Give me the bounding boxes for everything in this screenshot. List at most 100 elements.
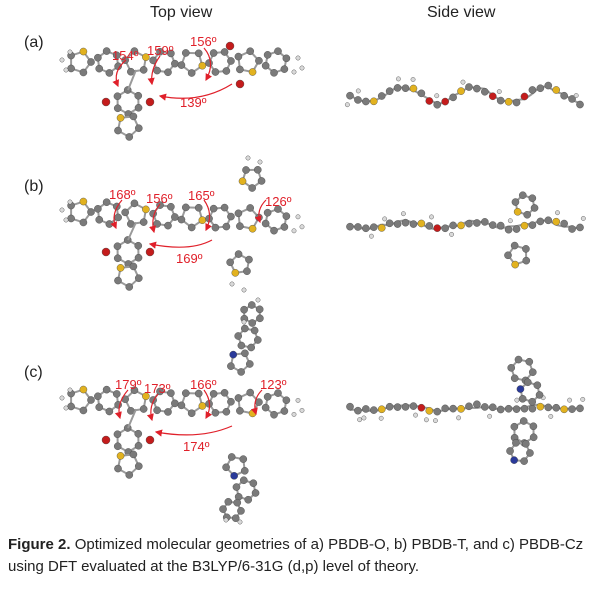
carbon-atom [240,305,248,314]
sulfur-atom [142,205,150,214]
carbon-atom [113,254,122,263]
carbon-atom [530,204,539,212]
carbon-atom [248,319,257,327]
panel-label-c: (c) [24,364,43,381]
carbon-atom [544,403,553,412]
hydrogen-atom [257,159,263,165]
angle-label: 168º [109,187,136,202]
angle-label: 174º [183,439,210,454]
carbon-atom [536,217,545,226]
nitrogen-atom [510,456,518,464]
carbon-atom [354,223,362,231]
carbon-atom [220,388,229,397]
carbon-atom [123,86,132,94]
carbon-atom [211,68,220,76]
hydrogen-atom [241,319,247,325]
sulfur-atom [560,405,568,414]
carbon-atom [237,507,245,515]
carbon-atom [522,440,530,448]
carbon-atom [274,47,282,55]
carbon-atom [433,407,442,416]
carbon-atom [481,403,489,411]
carbon-atom [125,471,134,479]
dihedral-arrow [203,389,213,420]
carbon-atom [519,417,528,425]
carbon-atom [261,219,270,228]
carbon-atom [263,51,272,59]
carbon-atom [401,84,410,92]
oxygen-atom [101,435,111,445]
carbon-atom [102,198,111,207]
carbon-atom [187,69,196,77]
sulfur-atom [536,402,545,411]
carbon-atom [504,404,513,413]
carbon-atom [205,59,213,67]
carbon-atom [227,453,236,461]
carbon-atom [523,378,532,387]
carbon-atom [211,409,220,417]
hydrogen-atom [555,210,560,216]
carbon-atom [369,223,378,231]
sulfur-atom [409,84,418,93]
carbon-atom [385,402,394,411]
carbon-atom [134,429,143,438]
carbon-atom [209,49,218,57]
carbon-atom [234,209,243,218]
side-view-header: Side view [427,4,496,21]
carbon-atom [544,81,553,90]
carbon-atom [270,69,278,77]
angle-label: 169º [176,251,203,266]
carbon-atom [123,236,132,244]
sulfur-atom [248,224,257,233]
carbon-atom [254,336,262,344]
sulfur-atom [520,221,529,230]
carbon-atom [227,362,235,370]
sulfur-atom [457,87,465,95]
hydrogen-atom [299,65,305,71]
carbon-atom [533,381,542,390]
carbon-atom [156,47,164,56]
carbon-atom [125,133,134,141]
sulfur-atom [552,86,561,94]
dihedral-arrow [158,83,233,101]
carbon-atom [510,374,519,383]
carbon-atom [536,84,545,93]
carbon-atom [94,53,102,62]
carbon-atom [171,213,179,221]
dihedral-arrow [112,59,127,88]
carbon-atom [134,241,143,250]
top-view-molecule-a [59,41,305,141]
carbon-atom [506,447,514,455]
hydrogen-atom [378,415,384,421]
carbon-atom [255,305,264,314]
bond [127,221,137,241]
sulfur-atom [198,402,207,410]
carbon-atom [246,360,254,368]
carbon-atom [234,52,243,61]
carbon-atom [87,208,95,216]
carbon-atom [280,65,289,73]
oxygen-atom [101,97,111,107]
dihedral-arrow [114,389,129,420]
carbon-atom [194,203,203,212]
angle-label: 156º [146,191,173,206]
sulfur-atom [79,47,88,56]
carbon-atom [393,403,402,411]
carbon-atom [528,194,537,203]
carbon-atom [245,255,253,264]
carbon-atom [164,408,172,416]
carbon-atom [181,49,190,57]
oxygen-atom [520,92,529,101]
carbon-atom [244,495,253,504]
carbon-atom [473,219,481,227]
carbon-atom [114,276,122,285]
carbon-atom [568,405,576,413]
carbon-atom [512,225,521,233]
hydrogen-atom [410,77,416,82]
hydrogen-atom [255,297,261,303]
carbon-atom [153,220,161,228]
carbon-atom [346,402,354,411]
carbon-atom [280,407,289,415]
carbon-atom [568,95,576,103]
carbon-atom [270,226,278,235]
